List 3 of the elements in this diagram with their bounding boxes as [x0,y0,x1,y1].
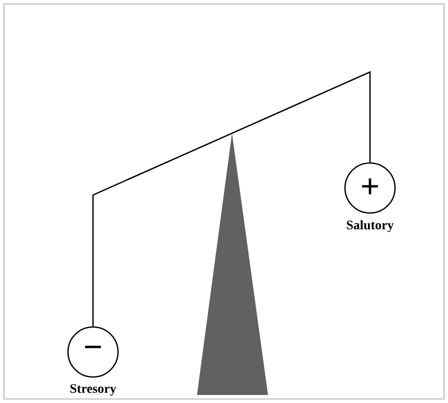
node-label: Salutory [346,220,394,232]
node-label: Stresory [70,384,116,396]
balance-beam [92,71,371,326]
